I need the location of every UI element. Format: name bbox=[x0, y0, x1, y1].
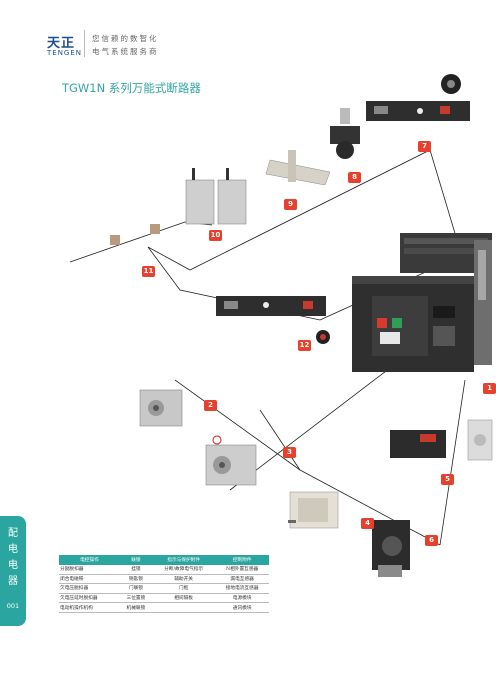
slogan-line2: 电气系统服务商 bbox=[92, 47, 159, 56]
table-cell: 相间隔板 bbox=[151, 593, 216, 604]
door-interlock-panel-image bbox=[216, 296, 330, 344]
sidebar-char-1: 配 bbox=[8, 528, 18, 539]
key-lock-image bbox=[330, 108, 360, 159]
table-row: 欠电压脱扣器 门联锁 门框 接地电流互感器 bbox=[59, 583, 269, 594]
accessory-table: 电控操作 联锁 指示与保护附件 控制附件 分励脱扣器 挂锁 分断/故障电气指示 … bbox=[59, 555, 269, 613]
table-row: 分励脱扣器 挂锁 分断/故障电气指示 N相外置互感器 bbox=[59, 565, 269, 575]
motor-operator-image bbox=[372, 520, 410, 577]
table-cell: N相外置互感器 bbox=[215, 565, 269, 575]
auxiliary-switch-image bbox=[185, 168, 247, 225]
brand-logo-en: TENGEN bbox=[47, 49, 83, 57]
callout-7: 7 bbox=[418, 141, 431, 152]
table-cell: 钥匙锁 bbox=[119, 574, 152, 585]
table-cell: 闭合电磁铁 bbox=[59, 574, 120, 585]
sidebar-char-3: 电 bbox=[8, 560, 18, 571]
callout-9: 9 bbox=[284, 199, 297, 210]
table-cell: 分励脱扣器 bbox=[59, 565, 120, 575]
page-number: 001 bbox=[6, 602, 20, 610]
header-electric-control: 电控操作 bbox=[59, 555, 120, 565]
current-transformer-image bbox=[110, 224, 160, 245]
callout-10: 10 bbox=[209, 230, 222, 241]
table-cell: 机械联锁 bbox=[119, 602, 152, 613]
callout-4: 4 bbox=[361, 518, 374, 529]
sidebar-char-2: 电 bbox=[8, 544, 18, 555]
undervoltage-release-image bbox=[288, 491, 339, 529]
bracket-image bbox=[265, 150, 331, 186]
section-sidebar: 配 电 电 器 001 bbox=[0, 516, 26, 626]
table-cell: 门联锁 bbox=[119, 583, 152, 594]
callout-6: 6 bbox=[425, 535, 438, 546]
header-control: 控制附件 bbox=[215, 555, 269, 565]
shunt-release-image bbox=[139, 389, 183, 427]
callout-3: 3 bbox=[283, 447, 296, 458]
table-cell: 电源模块 bbox=[215, 593, 269, 604]
main-breaker-image bbox=[352, 233, 492, 372]
callout-12: 12 bbox=[298, 340, 311, 351]
table-header-row: 电控操作 联锁 指示与保护附件 控制附件 bbox=[59, 555, 269, 565]
brand-logo-cn: 天正 bbox=[47, 36, 76, 51]
table-row: 欠电压延时脱扣器 三位置锁 相间隔板 电源模块 bbox=[59, 593, 269, 604]
table-cell: 辅助开关 bbox=[151, 574, 216, 585]
table-cell: 电动机操作机构 bbox=[59, 602, 120, 613]
callout-5: 5 bbox=[441, 474, 454, 485]
slogan-line1: 您信赖的数智化 bbox=[92, 34, 159, 43]
sidebar-char-4: 器 bbox=[8, 576, 18, 587]
logo-divider bbox=[84, 30, 85, 57]
page-title: TGW1N 系列万能式断路器 bbox=[62, 81, 201, 95]
table-cell: 三位置锁 bbox=[119, 593, 152, 604]
closing-electromagnet-image bbox=[205, 435, 257, 486]
table-cell: 欠电压脱扣器 bbox=[59, 583, 120, 594]
callout-1: 1 bbox=[483, 383, 496, 394]
header-interlock: 联锁 bbox=[119, 555, 152, 565]
table-cell: 漏电互感器 bbox=[215, 574, 269, 585]
table-cell: 分断/故障电气指示 bbox=[151, 565, 216, 575]
control-module-image bbox=[390, 419, 493, 461]
door-frame-panel-image bbox=[366, 74, 470, 121]
table-cell: 接地电流互感器 bbox=[215, 583, 269, 594]
callout-11: 11 bbox=[142, 266, 155, 277]
table-cell: 门框 bbox=[151, 583, 216, 594]
table-cell: 欠电压延时脱扣器 bbox=[59, 593, 120, 604]
callout-2: 2 bbox=[204, 400, 217, 411]
header-indication: 指示与保护附件 bbox=[151, 555, 216, 565]
table-cell: 通讯模块 bbox=[215, 602, 269, 613]
callout-8: 8 bbox=[348, 172, 361, 183]
table-cell: 挂锁 bbox=[119, 565, 152, 575]
table-row: 闭合电磁铁 钥匙锁 辅助开关 漏电互感器 bbox=[59, 574, 269, 585]
table-cell bbox=[151, 602, 216, 613]
table-row: 电动机操作机构 机械联锁 通讯模块 bbox=[59, 602, 269, 613]
